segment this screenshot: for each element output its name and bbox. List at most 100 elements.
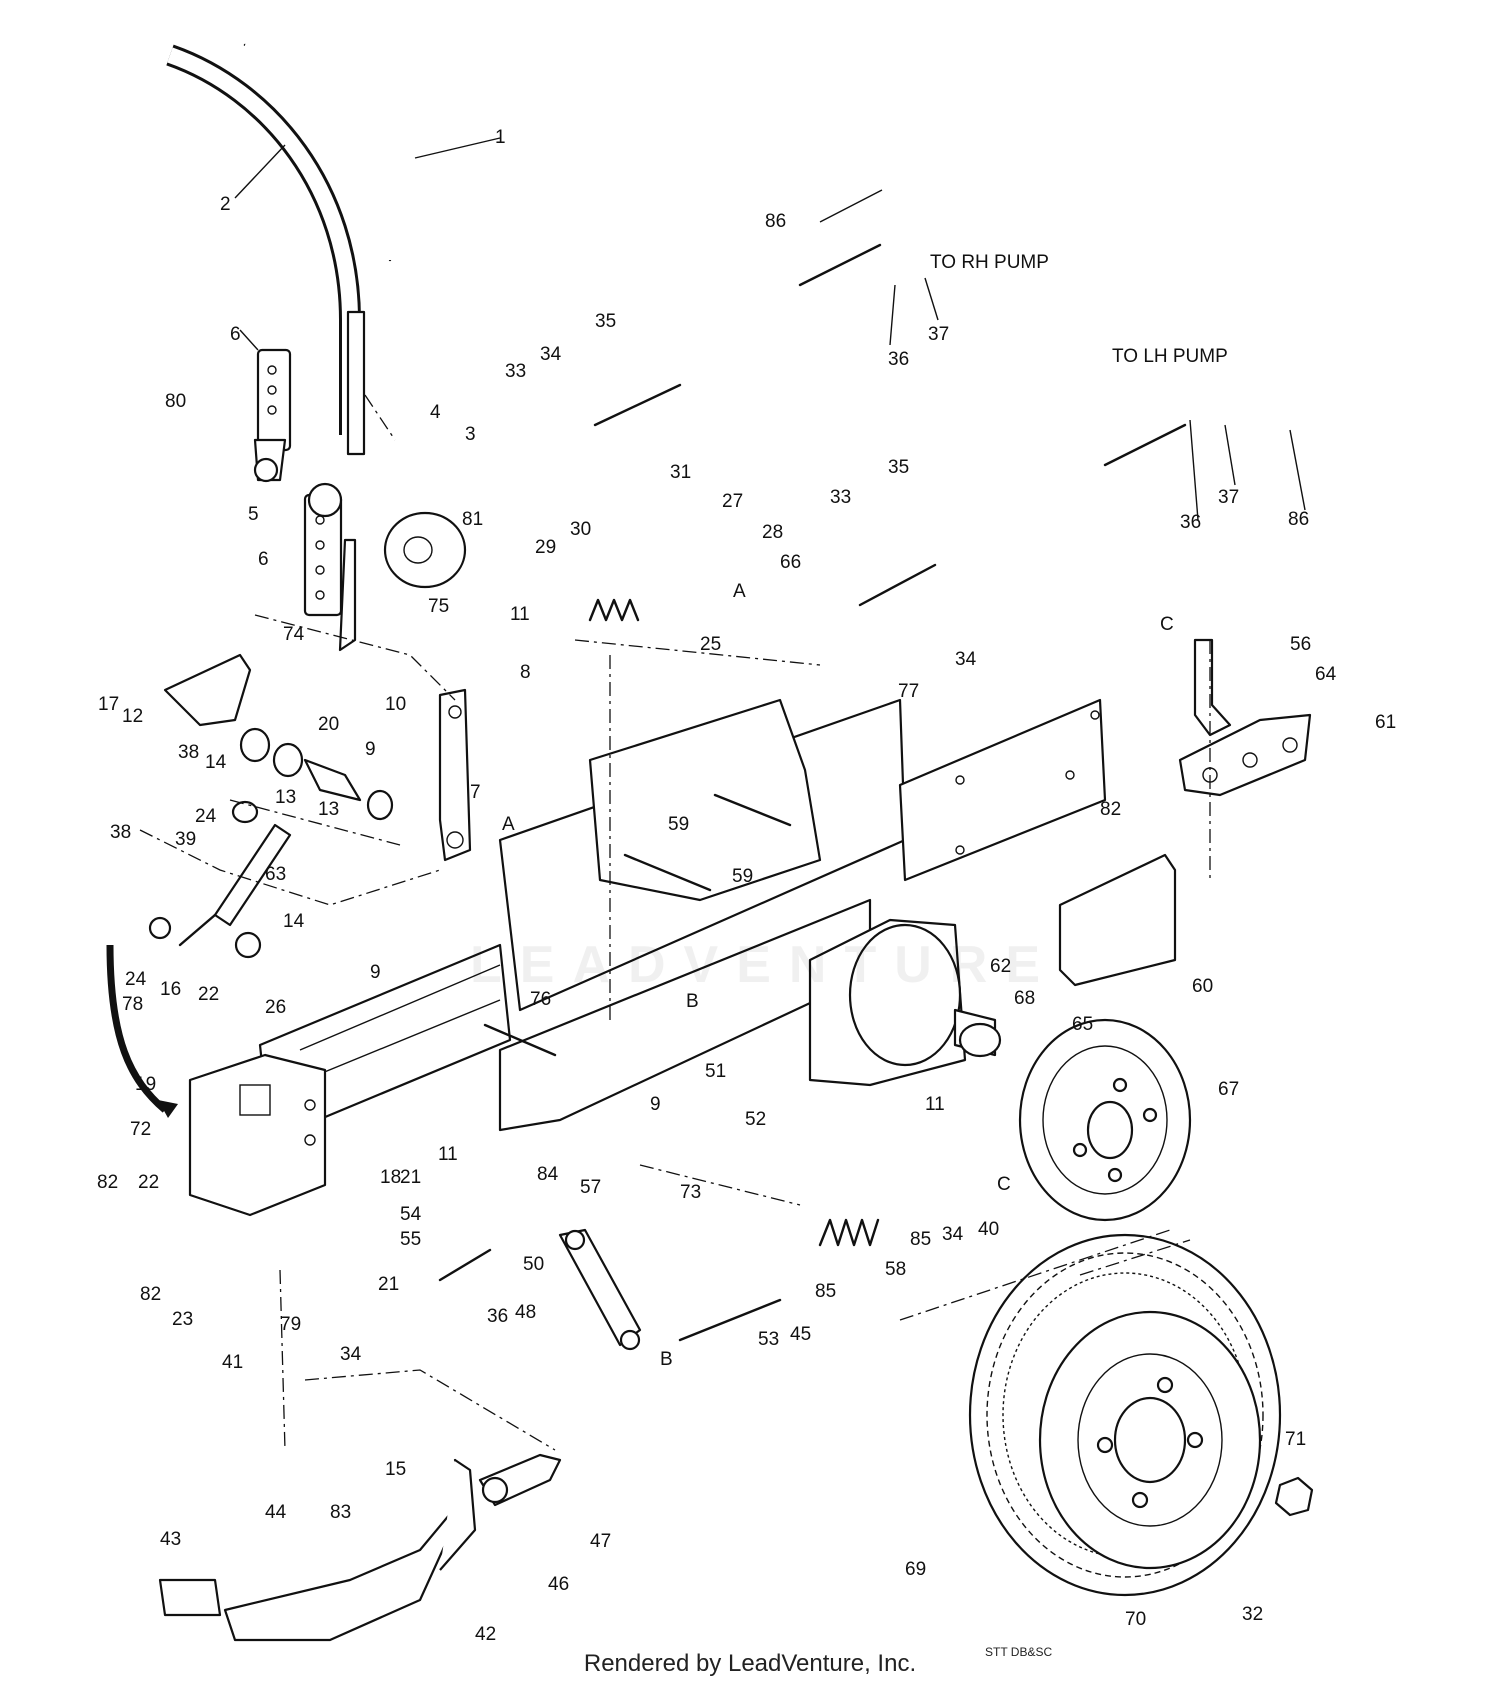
svg-text:61: 61 <box>1375 712 1396 733</box>
spring-58 <box>818 1218 880 1247</box>
svg-text:14: 14 <box>205 752 227 773</box>
svg-text:8: 8 <box>520 662 531 683</box>
svg-text:13: 13 <box>275 787 296 808</box>
bolt-76 <box>483 1023 557 1057</box>
svg-text:51: 51 <box>705 1061 726 1082</box>
bolt-59a <box>713 793 792 827</box>
svg-text:17: 17 <box>98 694 119 715</box>
bushing-13b <box>366 789 394 821</box>
svg-text:4: 4 <box>430 402 441 423</box>
note-rh-pump: TO RH PUMP <box>930 252 1049 273</box>
svg-text:60: 60 <box>1192 976 1213 997</box>
diagram-code: STT DB&SC <box>985 1645 1053 1659</box>
svg-text:33: 33 <box>505 361 526 382</box>
note-lh-pump: TO LH PUMP <box>1112 346 1228 367</box>
svg-text:38: 38 <box>178 742 199 763</box>
svg-text:9: 9 <box>370 962 381 983</box>
svg-text:C: C <box>1160 614 1174 635</box>
leaders <box>234 137 1306 521</box>
rod-49 <box>438 1248 492 1282</box>
svg-text:67: 67 <box>1218 1079 1239 1100</box>
part-labels: 1 2 3 4 5 6 6 7 8 9 9 9 10 11 11 11 12 1… <box>97 127 1396 1645</box>
svg-text:36: 36 <box>487 1306 508 1327</box>
svg-text:11: 11 <box>510 604 530 625</box>
svg-text:28: 28 <box>762 522 783 543</box>
svg-text:30: 30 <box>570 519 591 540</box>
svg-text:82: 82 <box>140 1284 161 1305</box>
svg-text:63: 63 <box>265 864 286 885</box>
svg-text:75: 75 <box>428 596 449 617</box>
clevis-46 <box>478 1453 562 1507</box>
footer-credit: Rendered by LeadVenture, Inc. <box>583 1650 917 1677</box>
svg-text:37: 37 <box>1218 487 1239 508</box>
handle-1 <box>241 37 398 262</box>
svg-text:12: 12 <box>122 706 143 727</box>
front-bracket-18 <box>188 1053 327 1217</box>
svg-text:41: 41 <box>222 1352 243 1373</box>
svg-text:56: 56 <box>1290 634 1311 655</box>
svg-text:21: 21 <box>400 1167 421 1188</box>
svg-text:73: 73 <box>680 1182 701 1203</box>
svg-text:74: 74 <box>283 624 305 645</box>
svg-text:76: 76 <box>530 989 551 1010</box>
svg-text:68: 68 <box>1014 988 1035 1009</box>
svg-text:77: 77 <box>898 681 919 702</box>
svg-text:11: 11 <box>438 1144 458 1165</box>
svg-text:37: 37 <box>928 324 949 345</box>
svg-text:45: 45 <box>790 1324 811 1345</box>
svg-text:27: 27 <box>722 491 743 512</box>
spring-30 <box>588 598 640 622</box>
svg-text:69: 69 <box>905 1559 926 1580</box>
svg-text:39: 39 <box>175 829 196 850</box>
svg-text:A: A <box>502 814 515 835</box>
svg-text:72: 72 <box>130 1119 151 1140</box>
svg-text:B: B <box>686 991 699 1012</box>
pedal-pad-43 <box>158 1578 222 1617</box>
svg-text:7: 7 <box>470 782 481 803</box>
bushing-24 <box>148 916 172 940</box>
bushing-14b <box>234 931 262 959</box>
svg-text:82: 82 <box>1100 799 1121 820</box>
svg-text:66: 66 <box>780 552 801 573</box>
svg-text:A: A <box>733 581 746 602</box>
mount-bracket-12 <box>163 653 252 727</box>
svg-text:64: 64 <box>1315 664 1337 685</box>
svg-text:84: 84 <box>537 1164 559 1185</box>
shock-39 <box>178 800 292 947</box>
svg-text:70: 70 <box>1125 1609 1146 1630</box>
svg-text:11: 11 <box>925 1094 945 1115</box>
bushing-13 <box>272 742 304 778</box>
svg-text:85: 85 <box>815 1281 836 1302</box>
svg-text:35: 35 <box>595 311 616 332</box>
svg-text:59: 59 <box>668 814 689 835</box>
svg-text:31: 31 <box>670 462 691 483</box>
svg-text:59: 59 <box>732 866 753 887</box>
handle-2 <box>166 44 366 456</box>
svg-text:53: 53 <box>758 1329 779 1350</box>
svg-text:82: 82 <box>97 1172 118 1193</box>
main-frame <box>258 698 1107 1142</box>
svg-text:21: 21 <box>378 1274 399 1295</box>
svg-text:14: 14 <box>283 911 305 932</box>
svg-text:33: 33 <box>830 487 851 508</box>
svg-text:20: 20 <box>318 714 339 735</box>
svg-text:10: 10 <box>385 694 406 715</box>
svg-text:65: 65 <box>1072 1014 1093 1035</box>
svg-text:62: 62 <box>990 956 1011 977</box>
link-86-lh <box>1103 423 1187 467</box>
svg-text:44: 44 <box>265 1502 287 1523</box>
svg-text:58: 58 <box>885 1259 906 1280</box>
svg-text:5: 5 <box>248 504 259 525</box>
svg-text:3: 3 <box>465 424 476 445</box>
svg-text:54: 54 <box>400 1204 422 1225</box>
rod-20 <box>303 758 362 802</box>
svg-text:34: 34 <box>540 344 562 365</box>
svg-text:34: 34 <box>942 1224 964 1245</box>
transmission-62 <box>808 918 1002 1087</box>
svg-text:48: 48 <box>515 1302 536 1323</box>
svg-text:C: C <box>997 1174 1011 1195</box>
svg-text:34: 34 <box>340 1344 362 1365</box>
pedal-42 <box>223 1458 477 1642</box>
svg-text:50: 50 <box>523 1254 544 1275</box>
svg-text:1: 1 <box>495 127 506 148</box>
